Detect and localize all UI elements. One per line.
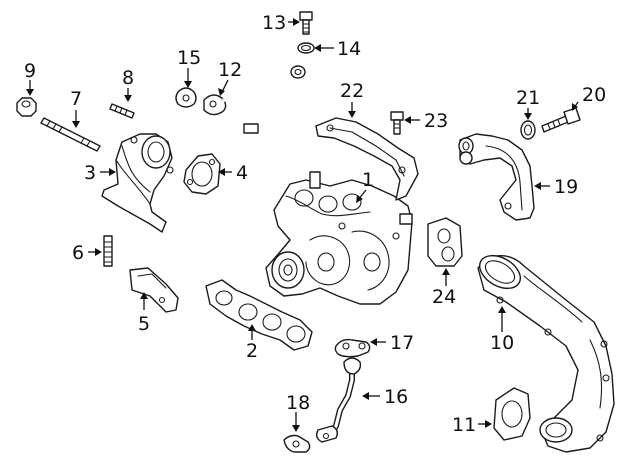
part-21-o-ring	[520, 120, 536, 140]
part-10-intake-duct	[477, 254, 615, 453]
callout-17: 17	[390, 332, 414, 354]
part-20-bolt	[541, 107, 581, 133]
part-12-oil-feed-line	[203, 65, 306, 138]
callout-leaders	[26, 18, 579, 432]
part-15-gasket	[175, 87, 197, 108]
part-16-coolant-tube	[315, 357, 362, 443]
part-23-bolt	[390, 111, 404, 135]
part-11-gasket	[493, 387, 531, 441]
part-14-o-ring	[297, 42, 315, 54]
callout-20: 20	[582, 84, 606, 106]
callout-6: 6	[72, 242, 84, 264]
callout-24: 24	[432, 286, 456, 308]
callout-12: 12	[218, 59, 242, 81]
part-18-gasket	[283, 434, 311, 453]
part-17-gasket	[334, 338, 371, 358]
callout-3: 3	[84, 162, 96, 184]
callout-labels: 13 14 9 7 8 15 12 22 23 21 20 3 4 1 19 6…	[24, 12, 606, 436]
callout-15: 15	[177, 47, 201, 69]
callout-7: 7	[70, 88, 82, 110]
part-5-bracket	[129, 267, 179, 313]
callout-22: 22	[340, 80, 364, 102]
callout-4: 4	[236, 162, 248, 184]
callout-11: 11	[452, 414, 476, 436]
callout-16: 16	[384, 386, 408, 408]
part-13-bolt	[299, 11, 313, 35]
callout-5: 5	[138, 313, 150, 335]
part-19-oil-return-tube	[458, 133, 535, 221]
part-24-gasket	[427, 217, 463, 267]
callout-14: 14	[337, 38, 361, 60]
part-9-nut	[16, 97, 37, 117]
part-8-short-stud	[109, 103, 135, 119]
callout-13: 13	[262, 12, 286, 34]
part-3-exhaust-elbow	[101, 133, 174, 233]
callout-9: 9	[24, 60, 36, 82]
part-6-stud	[103, 235, 113, 267]
callout-10: 10	[490, 332, 514, 354]
part-7-long-stud	[40, 117, 101, 152]
callout-8: 8	[122, 67, 134, 89]
callout-18: 18	[286, 392, 310, 414]
callout-21: 21	[516, 87, 540, 109]
callout-19: 19	[554, 176, 578, 198]
part-4-gasket	[183, 153, 221, 195]
part-2-manifold-gasket	[205, 279, 313, 351]
callout-23: 23	[424, 110, 448, 132]
part-1-turbocharger	[265, 171, 413, 305]
callout-2: 2	[246, 340, 258, 362]
part-22-heat-shield	[315, 117, 419, 201]
callout-1: 1	[362, 169, 374, 191]
